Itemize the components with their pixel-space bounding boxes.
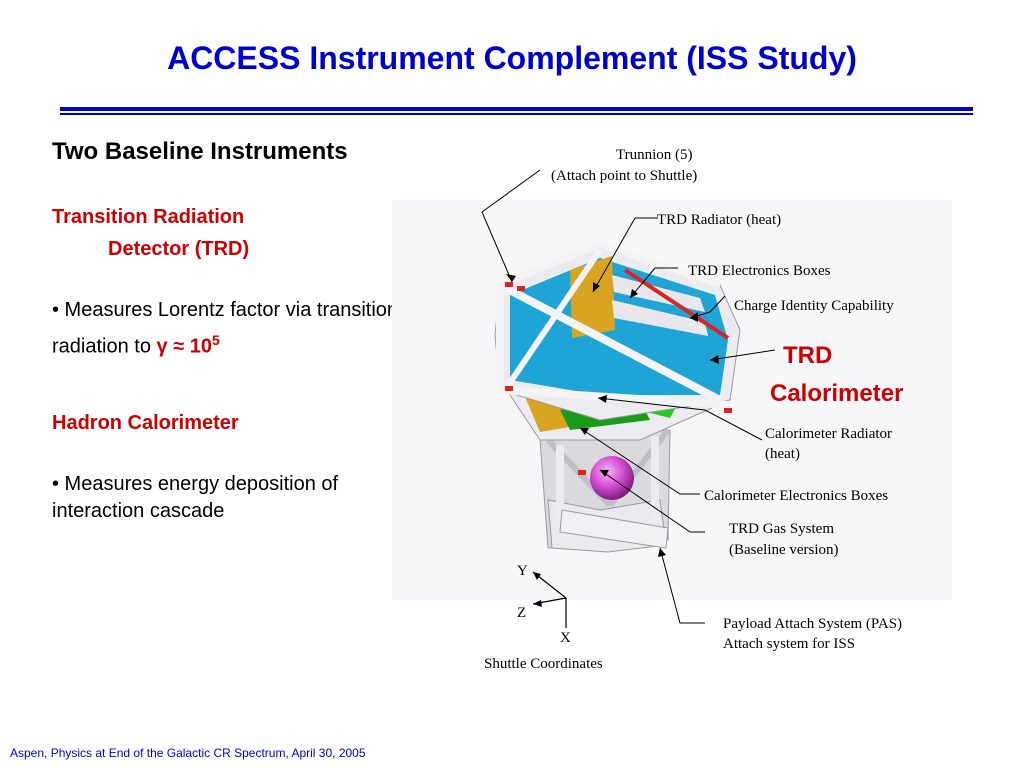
trunnion-label-line2: (Attach point to Shuttle) <box>551 168 698 184</box>
slide-title: ACCESS Instrument Complement (ISS Study) <box>167 40 857 76</box>
slide-footer: Aspen, Physics at End of the Galactic CR… <box>10 746 366 760</box>
trd-radiator-label: TRD Radiator (heat) <box>657 212 782 228</box>
cal-bullet-line1: • Measures energy deposition of <box>52 473 339 495</box>
axis-x-label: X <box>560 630 571 646</box>
trd-bullet-line2: radiation to γ ≈ 105 <box>52 326 220 361</box>
trd-exponent: 5 <box>211 332 220 348</box>
axis-y-label: Y <box>517 563 528 579</box>
calorimeter-big-label: Calorimeter <box>770 380 904 407</box>
axis-z-label: Z <box>517 605 527 621</box>
title-rule <box>60 107 973 111</box>
trunnion-points <box>505 282 732 475</box>
shuttle-coordinates-label: Shuttle Coordinates <box>484 656 603 672</box>
pas-label-line2: Attach system for ISS <box>723 636 856 652</box>
trd-bullet-prefix: radiation to <box>52 335 157 358</box>
trd-big-label: TRD <box>783 342 833 369</box>
leader-arrowheads <box>506 274 719 557</box>
cal-bullet-line2: interaction cascade <box>52 500 225 522</box>
pas-label-line1: Payload Attach System (PAS) <box>723 616 903 632</box>
trd-electronics-label: TRD Electronics Boxes <box>688 263 831 279</box>
axis-arrowheads <box>533 572 542 607</box>
trunnion-label-line1: Trunnion (5) <box>616 147 693 163</box>
trd-formula: γ ≈ 10 <box>156 335 212 358</box>
cal-radiator-label-line1: Calorimeter Radiator <box>765 426 893 442</box>
leader-lines <box>481 169 776 624</box>
trd-gas-label-line1: TRD Gas System <box>729 521 834 537</box>
trd-title-line2: Detector (TRD) <box>108 238 250 260</box>
section-heading: Two Baseline Instruments <box>52 138 348 165</box>
title-rule-thin <box>60 113 973 115</box>
charge-identity-label: Charge Identity Capability <box>734 298 894 314</box>
cal-electronics-label: Calorimeter Electronics Boxes <box>704 488 889 504</box>
calorimeter-title: Hadron Calorimeter <box>52 412 239 434</box>
trd-bullet-line1: • Measures Lorentz factor via transition <box>52 299 399 321</box>
trd-gas-label-line2: (Baseline version) <box>729 542 839 558</box>
trd-module <box>494 242 741 421</box>
trd-title-line1: Transition Radiation <box>52 206 245 228</box>
cal-radiator-label-line2: (heat) <box>765 446 800 462</box>
